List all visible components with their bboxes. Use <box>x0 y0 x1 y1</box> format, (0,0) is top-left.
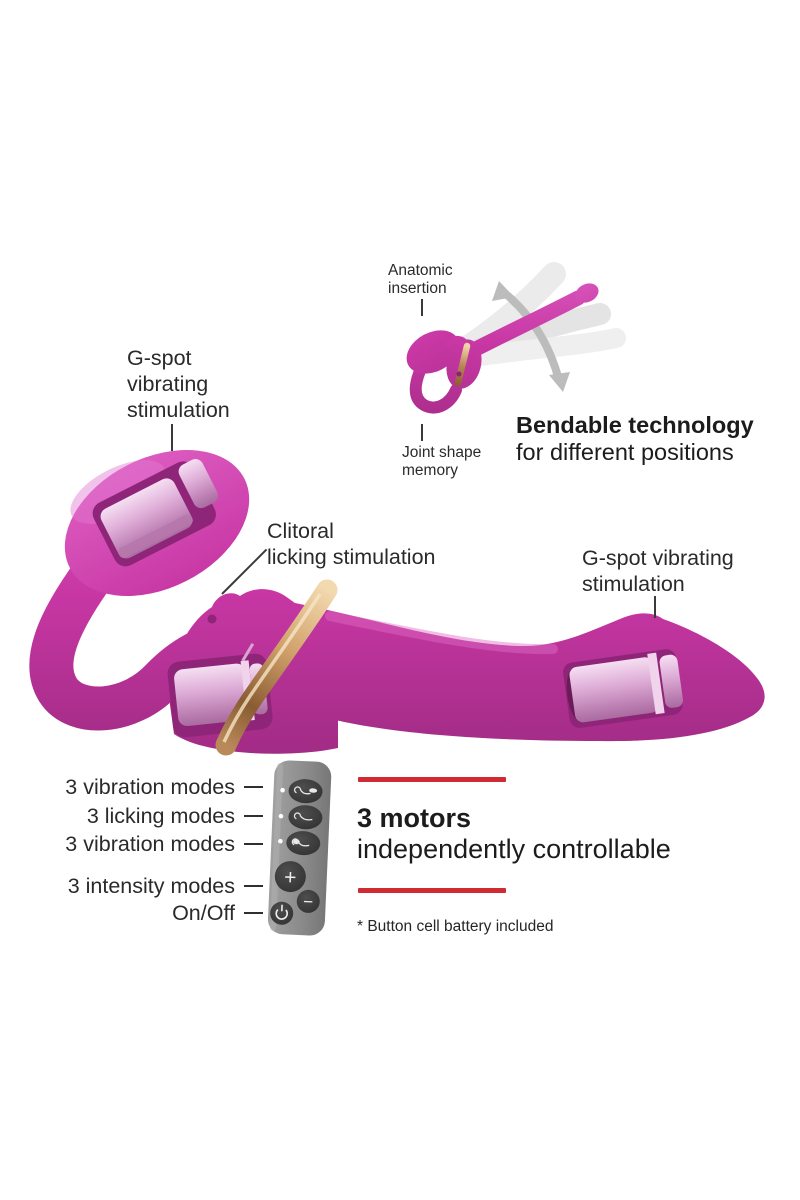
product-shaft <box>292 603 765 742</box>
callout-clitoral: Clitoral licking stimulation <box>267 519 436 569</box>
mode-label-row: 3 vibration modes <box>0 832 263 857</box>
mode-indicator-dot-1 <box>280 787 285 793</box>
mode-label-row: 3 vibration modes <box>0 775 263 800</box>
label-connector-dash <box>244 843 263 845</box>
battery-footnote: * Button cell battery included <box>357 918 554 935</box>
power-icon <box>275 904 288 920</box>
power-button <box>270 901 294 925</box>
bulb-motor-cutaway <box>92 459 219 567</box>
rose-gold-band <box>215 579 338 756</box>
small-product-illustration <box>406 262 626 414</box>
plus-label: + <box>284 866 297 890</box>
mode-label: 3 intensity modes <box>67 874 235 898</box>
remote-edge-highlight <box>270 763 284 931</box>
mode-indicator-dot-2 <box>278 813 284 819</box>
bendable-headline-bold: Bendable technology <box>516 412 754 438</box>
mode-label-row: On/Off <box>0 901 263 926</box>
callout-right-gspot: G-spot vibrating stimulation <box>582 546 734 596</box>
right-gspot-callout-line <box>654 596 656 618</box>
label-connector-dash <box>244 815 263 817</box>
remote-control: + − <box>267 760 332 936</box>
bendable-headline: Bendable technology for different positi… <box>516 412 754 466</box>
callout-left-gspot: G-spot vibrating stimulation <box>127 346 230 422</box>
mode-label: 3 vibration modes <box>65 775 235 799</box>
mode-button-3 <box>286 831 321 856</box>
motors-title: 3 motors <box>357 803 472 833</box>
licking-mode-icon <box>293 812 313 821</box>
label-connector-dash <box>244 912 263 914</box>
vibration-mode-1-icon <box>294 786 311 795</box>
minus-label: − <box>303 892 314 911</box>
bend-arrows-icon <box>492 281 570 392</box>
accent-rule-top <box>358 777 506 782</box>
mode-label: On/Off <box>172 901 235 925</box>
label-connector-dash <box>244 885 263 887</box>
plus-button: + <box>274 861 306 893</box>
label-connector-dash <box>244 786 263 788</box>
small-power-dot <box>456 371 462 377</box>
accent-rule-bottom <box>358 888 506 893</box>
mode-label-row: 3 intensity modes <box>0 874 263 899</box>
bendable-headline-sub: for different positions <box>516 439 734 465</box>
small-rose-gold-band <box>454 342 471 387</box>
mode-label-row: 3 licking modes <box>0 804 263 829</box>
anatomic-insertion-label: Anatomic insertion <box>388 262 453 297</box>
main-product-illustration <box>29 449 765 756</box>
mode-button-1 <box>288 779 323 804</box>
small-product-body <box>406 283 599 414</box>
joint-callout-line <box>421 424 423 441</box>
mode-button-2 <box>288 805 323 830</box>
left-gspot-callout-line <box>171 424 173 451</box>
mode-label: 3 licking modes <box>86 804 235 828</box>
clitoral-nub <box>207 614 217 624</box>
minus-button: − <box>296 889 320 913</box>
anatomic-callout-line <box>421 299 423 316</box>
mode-indicator-dot-3 <box>278 838 283 844</box>
motors-subtitle: independently controllable <box>357 834 671 864</box>
mode-label: 3 vibration modes <box>65 832 235 856</box>
joint-shape-memory-label: Joint shape memory <box>402 444 482 479</box>
right-motor-cutaway <box>563 649 683 728</box>
